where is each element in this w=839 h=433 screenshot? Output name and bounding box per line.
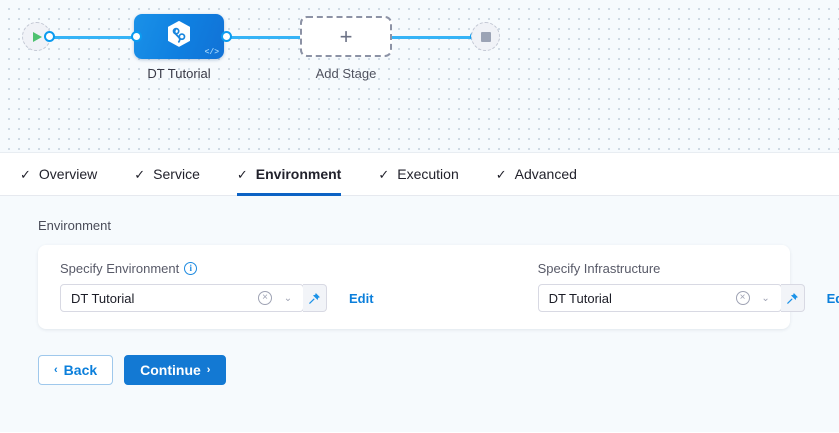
specify-environment-label: Specify Environment i [60, 261, 374, 276]
infrastructure-select[interactable]: DT Tutorial × ⌄ [537, 284, 782, 312]
specify-environment-row: DT Tutorial × ⌄ Edit [60, 284, 374, 312]
chevron-right-icon: › [206, 364, 211, 376]
start-output-port[interactable] [44, 31, 55, 42]
stage-node-label: DT Tutorial [147, 66, 211, 81]
label-text: Specify Environment [60, 261, 180, 276]
chevron-down-icon[interactable]: ⌄ [283, 292, 293, 304]
field-specify-infrastructure: Specify Infrastructure DT Tutorial × ⌄ [537, 261, 839, 312]
harness-hexagon-icon [166, 19, 192, 52]
stop-icon [480, 31, 491, 42]
environment-panel: Environment Specify Environment i DT Tut… [0, 196, 839, 432]
stage-node-dt-tutorial[interactable]: </> [134, 14, 224, 59]
back-button[interactable]: ‹ Back [38, 355, 114, 385]
pipeline-canvas[interactable]: </> DT Tutorial + Add Stage [0, 0, 839, 153]
check-icon: ✓ [236, 166, 248, 182]
tab-label: Execution [397, 166, 459, 182]
infrastructure-selected-value: DT Tutorial [548, 290, 612, 306]
continue-button-label: Continue [140, 362, 201, 378]
stage-output-port[interactable] [221, 31, 232, 42]
tab-execution[interactable]: ✓ Execution [378, 153, 458, 196]
tab-label: Advanced [514, 166, 577, 182]
pin-icon [309, 292, 320, 304]
check-icon: ✓ [134, 166, 146, 182]
pipeline-end-node[interactable] [471, 22, 500, 51]
continue-button[interactable]: Continue › [124, 355, 227, 385]
infrastructure-pin-button[interactable] [780, 284, 805, 312]
back-button-label: Back [63, 362, 98, 378]
edge-add-to-end [392, 36, 476, 39]
section-title: Environment [38, 218, 111, 233]
add-stage-label: Add Stage [315, 66, 377, 81]
chevron-left-icon: ‹ [54, 364, 58, 376]
environment-selected-value: DT Tutorial [71, 290, 135, 306]
tab-environment[interactable]: ✓ Environment [236, 153, 342, 196]
infrastructure-edit-link[interactable]: Edit [826, 290, 839, 306]
edge-start-to-stage [45, 36, 137, 39]
clear-icon[interactable]: × [735, 291, 750, 305]
environment-select[interactable]: DT Tutorial × ⌄ [60, 284, 304, 312]
environment-edit-link[interactable]: Edit [349, 290, 374, 306]
chevron-down-icon[interactable]: ⌄ [761, 292, 770, 304]
stage-input-port[interactable] [131, 31, 142, 42]
specify-infrastructure-row: DT Tutorial × ⌄ Edit [537, 284, 839, 312]
stage-tabs: ✓ Overview ✓ Service ✓ Environment ✓ Exe… [0, 153, 839, 196]
tab-advanced[interactable]: ✓ Advanced [496, 153, 577, 196]
tab-label: Overview [38, 166, 98, 182]
tab-label: Environment [255, 166, 342, 182]
environment-card: Specify Environment i DT Tutorial × ⌄ [38, 245, 839, 329]
play-icon [33, 31, 42, 42]
field-specify-environment: Specify Environment i DT Tutorial × ⌄ [60, 261, 374, 312]
pin-icon [786, 292, 798, 304]
tab-label: Service [153, 166, 200, 182]
clear-icon[interactable]: × [258, 291, 272, 305]
edge-stage-to-add [226, 36, 300, 39]
code-badge-icon: </> [204, 48, 219, 57]
info-icon[interactable]: i [184, 262, 198, 275]
label-text: Specify Infrastructure [537, 261, 661, 276]
add-stage-node[interactable]: + [300, 16, 392, 57]
tab-overview[interactable]: ✓ Overview [20, 153, 97, 196]
tab-service[interactable]: ✓ Service [134, 153, 200, 196]
check-icon: ✓ [495, 166, 507, 182]
check-icon: ✓ [378, 166, 390, 182]
plus-icon: + [339, 23, 353, 49]
environment-pin-button[interactable] [303, 284, 327, 312]
wizard-footer: ‹ Back Continue › [38, 355, 839, 385]
check-icon: ✓ [20, 166, 31, 182]
specify-infrastructure-label: Specify Infrastructure [538, 261, 839, 276]
